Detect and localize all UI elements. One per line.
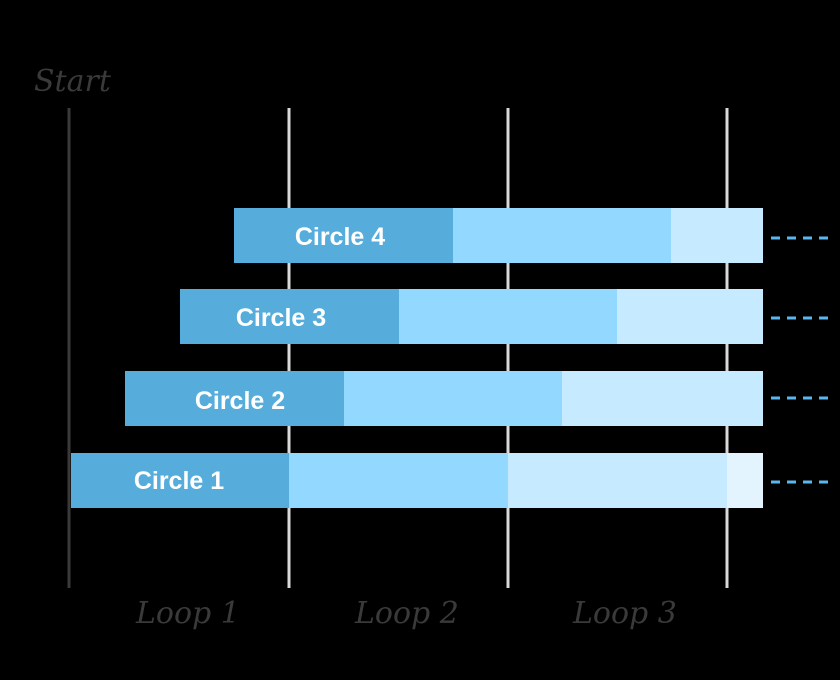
circle-2-bar: Circle 2 — [125, 371, 763, 426]
circle-4-segment-2 — [453, 208, 671, 263]
circle-2-segment-3 — [562, 371, 763, 426]
loop-2-label: Loop 2 — [355, 596, 459, 631]
start-label: Start — [34, 64, 111, 99]
circle-3-bar: Circle 3 — [180, 289, 763, 344]
circle-1-label: Circle 1 — [134, 467, 224, 495]
circle-4-segment-3 — [671, 208, 763, 263]
circle-1-segment-3 — [508, 453, 727, 508]
loop-3-label: Loop 3 — [573, 596, 677, 631]
circle-2-segment-1 — [125, 371, 344, 426]
circle-1-segment-2 — [289, 453, 508, 508]
circle-1-segment-4 — [727, 453, 763, 508]
circle-3-segment-2 — [399, 289, 617, 344]
loop-1-label: Loop 1 — [136, 596, 240, 631]
circle-3-label: Circle 3 — [236, 304, 326, 332]
circle-2-label: Circle 2 — [195, 387, 285, 415]
circle-4-bar: Circle 4 — [234, 208, 763, 263]
circle-1-bar: Circle 1 — [71, 453, 763, 508]
circle-4-label: Circle 4 — [295, 223, 385, 251]
circle-3-segment-1 — [180, 289, 399, 344]
circle-2-segment-2 — [344, 371, 562, 426]
circle-3-segment-3 — [617, 289, 763, 344]
circle-1-segment-1 — [71, 453, 289, 508]
circle-4-segment-1 — [234, 208, 453, 263]
